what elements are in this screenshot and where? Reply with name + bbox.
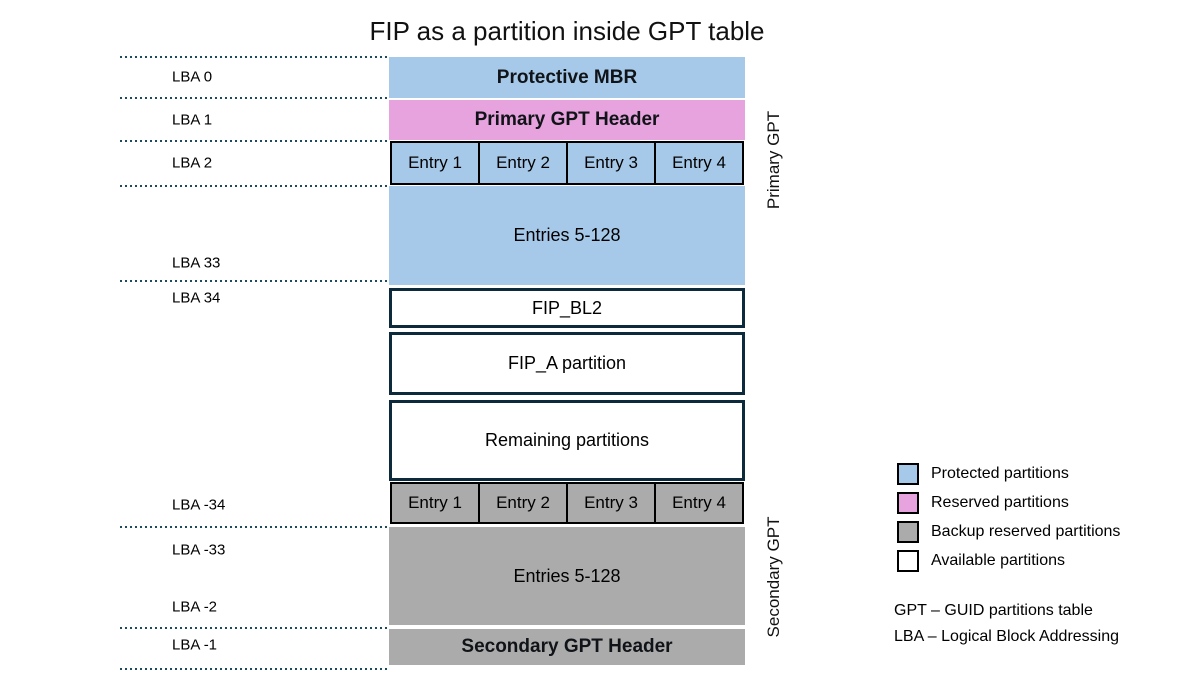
lba-label-minus-33: LBA -33 <box>172 541 226 559</box>
block-remaining-partitions: Remaining partitions <box>389 400 745 481</box>
dotted-line <box>120 185 389 187</box>
entry-cell: Entry 2 <box>478 484 566 522</box>
secondary-entry-row: Entry 1 Entry 2 Entry 3 Entry 4 <box>390 482 744 524</box>
legend-swatch-reserved <box>897 492 919 514</box>
block-protective-mbr: Protective MBR <box>389 57 745 98</box>
legend-item-available: Available partitions <box>897 550 1065 572</box>
primary-entry-row: Entry 1 Entry 2 Entry 3 Entry 4 <box>390 141 744 185</box>
block-primary-gpt-header: Primary GPT Header <box>389 100 745 140</box>
entry-cell: Entry 1 <box>408 153 462 172</box>
abbreviation-gpt: GPT – GUID partitions table <box>894 602 1093 619</box>
lba-label-minus-2: LBA -2 <box>172 598 218 616</box>
lba-label-minus-1: LBA -1 <box>172 636 218 654</box>
block-primary-entries-5-128: Entries 5-128 <box>389 186 745 285</box>
block-fip-a-partition: FIP_A partition <box>389 332 745 395</box>
legend-label: Backup reserved partitions <box>931 523 1121 540</box>
lba-label-33: LBA 33 <box>172 254 221 272</box>
lba-label-0: LBA 0 <box>172 68 213 86</box>
entry-cell: Entry 1 <box>408 493 462 512</box>
dotted-line <box>120 140 389 142</box>
abbreviation-lba: LBA – Logical Block Addressing <box>894 628 1120 645</box>
side-label-secondary-gpt: Secondary GPT <box>764 516 783 638</box>
entry-cell: Entry 3 <box>566 143 654 183</box>
legend-label: Protected partitions <box>931 465 1069 482</box>
legend-swatch-protected <box>897 463 919 485</box>
lba-label-1: LBA 1 <box>172 111 213 129</box>
block-secondary-gpt-header: Secondary GPT Header <box>389 629 745 665</box>
lba-label-2: LBA 2 <box>172 154 213 172</box>
legend-item-protected: Protected partitions <box>897 463 1069 485</box>
lba-label-34: LBA 34 <box>172 289 221 307</box>
block-fip-bl2: FIP_BL2 <box>389 288 745 328</box>
dotted-line <box>120 526 389 528</box>
dotted-line <box>120 56 389 58</box>
dotted-line <box>120 627 389 629</box>
dotted-line <box>120 97 389 99</box>
legend-item-reserved: Reserved partitions <box>897 492 1069 514</box>
legend-item-backup: Backup reserved partitions <box>897 521 1120 543</box>
legend-label: Reserved partitions <box>931 494 1069 511</box>
dotted-line <box>120 280 389 282</box>
block-secondary-entries-5-128: Entries 5-128 <box>389 527 745 625</box>
side-label-primary-gpt: Primary GPT <box>764 110 783 210</box>
entry-cell: Entry 4 <box>654 484 742 522</box>
dotted-line <box>120 668 389 670</box>
legend-label: Available partitions <box>931 552 1066 569</box>
entry-cell: Entry 4 <box>654 143 742 183</box>
diagram-title: FIP as a partition inside GPT table <box>369 16 765 46</box>
legend-swatch-backup <box>897 521 919 543</box>
legend-swatch-available <box>897 550 919 572</box>
entry-cell: Entry 3 <box>566 484 654 522</box>
entry-cell: Entry 2 <box>478 143 566 183</box>
lba-label-minus-34: LBA -34 <box>172 496 226 514</box>
